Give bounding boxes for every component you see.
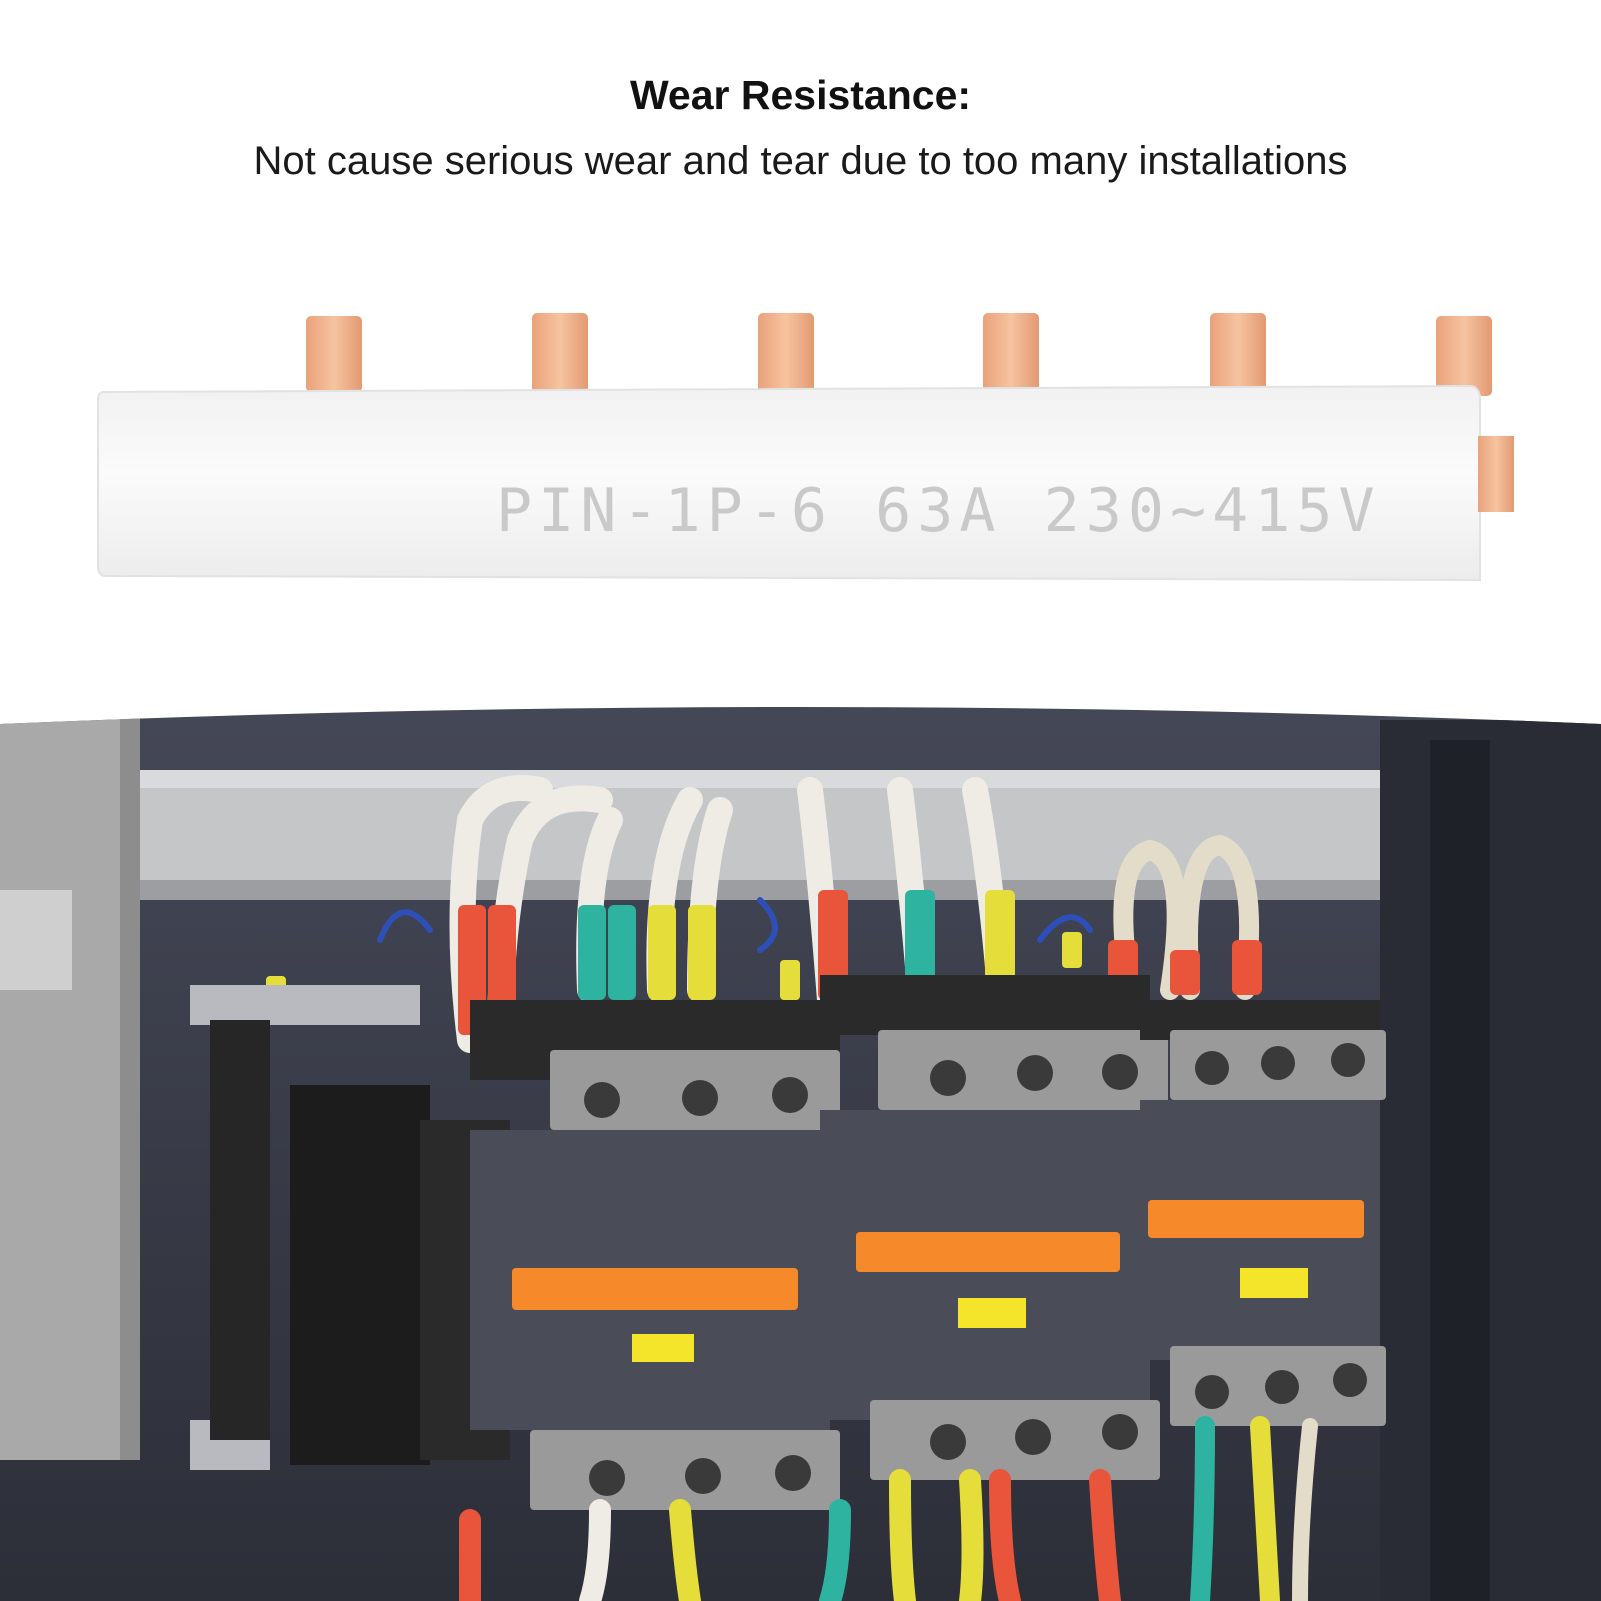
busbar-marking: PIN-1P-6 63A 230~415V <box>496 476 1381 546</box>
black-contactor <box>290 1085 430 1465</box>
contactor-3 <box>1140 1000 1386 1426</box>
copper-pin <box>532 313 588 393</box>
copper-pin <box>1210 313 1266 393</box>
yellow-label <box>958 1298 1026 1328</box>
orange-actuator <box>512 1268 798 1310</box>
orange-actuator <box>856 1232 1120 1272</box>
wires-bottom <box>459 1416 1318 1601</box>
cabinet-frame-right <box>1380 720 1601 1601</box>
busbar-insulator <box>97 384 1481 582</box>
busbar-product: PIN-1P-6 63A 230~415V <box>97 313 1514 582</box>
heading-block: Wear Resistance: Not cause serious wear … <box>0 62 1601 194</box>
cabinet-photo <box>0 707 1601 1601</box>
heading-subtitle: Not cause serious wear and tear due to t… <box>253 139 1348 183</box>
side-module <box>210 1020 270 1440</box>
copper-end-tab <box>1478 436 1514 512</box>
wire-sleeves-top <box>266 890 1262 1035</box>
heading-title: Wear Resistance: <box>629 72 972 118</box>
copper-pin <box>983 313 1039 393</box>
contactor-1 <box>470 1000 840 1510</box>
din-rail <box>190 985 420 1025</box>
yellow-label <box>1240 1268 1308 1298</box>
copper-pin <box>306 316 362 392</box>
copper-pin <box>1436 316 1492 396</box>
cable-duct-left <box>0 707 140 1460</box>
terminal-block <box>870 1400 1160 1480</box>
contactor-2 <box>820 975 1168 1480</box>
copper-pin <box>758 313 814 393</box>
orange-actuator <box>1148 1200 1364 1238</box>
yellow-label <box>632 1334 694 1362</box>
copper-pins <box>306 313 1492 396</box>
